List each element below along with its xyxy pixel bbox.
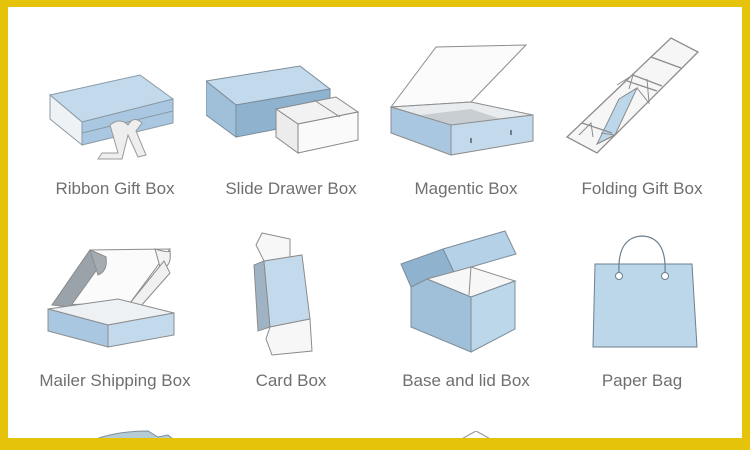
box-type-ribbon-gift-box[interactable]: Ribbon Gift Box — [30, 7, 200, 207]
paper-bag-icon — [592, 235, 698, 348]
box-type-label: Magentic Box — [414, 179, 518, 198]
folding-gift-box-icon — [565, 37, 700, 154]
ribbon-gift-box-icon — [48, 74, 175, 160]
partial-box-icon — [97, 430, 173, 438]
partial-box-icon — [462, 431, 490, 438]
box-type-card-box[interactable]: Card Box — [206, 227, 376, 427]
box-type-mailer-shipping-box[interactable]: Mailer Shipping Box — [30, 227, 200, 427]
base-and-lid-box-icon — [400, 230, 517, 353]
box-type-label: Paper Bag — [601, 371, 683, 390]
box-type-label: Mailer Shipping Box — [39, 371, 191, 390]
card-box-icon — [253, 232, 313, 356]
box-type-label: Folding Gift Box — [581, 179, 703, 198]
box-type-label: Ribbon Gift Box — [55, 179, 175, 198]
box-type-magnetic-box[interactable]: Magentic Box — [381, 7, 551, 207]
magnetic-box-icon — [389, 44, 534, 156]
box-type-base-and-lid-box[interactable]: Base and lid Box — [381, 227, 551, 427]
box-types-panel: Ribbon Gift Box Slide Drawer Box Magenti… — [8, 7, 742, 438]
box-type-folding-gift-box[interactable]: Folding Gift Box — [557, 7, 727, 207]
slide-drawer-box-icon — [206, 65, 360, 154]
box-type-label: Base and lid Box — [402, 371, 530, 390]
box-type-label: Slide Drawer Box — [225, 179, 357, 198]
box-type-label: Card Box — [255, 371, 327, 390]
mailer-shipping-box-icon — [47, 248, 175, 348]
box-type-paper-bag[interactable]: Paper Bag — [557, 227, 727, 427]
box-type-slide-drawer-box[interactable]: Slide Drawer Box — [206, 7, 376, 207]
